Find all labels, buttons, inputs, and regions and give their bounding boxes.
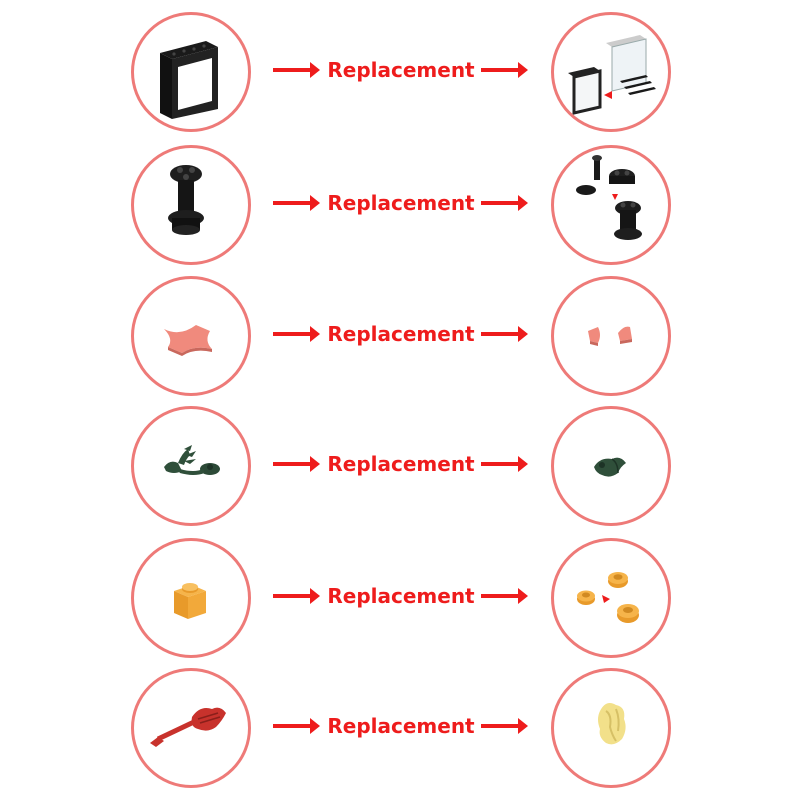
orange-round-plates-icon xyxy=(577,572,639,623)
original-part-circle xyxy=(131,276,251,396)
replacement-label: Replacement xyxy=(327,191,475,215)
round-plate-and-pin-parts-icon xyxy=(576,155,642,240)
green-plant-leaves-icon xyxy=(164,445,220,475)
arrow-right-icon xyxy=(273,588,321,604)
green-leaf-piece-icon xyxy=(594,457,626,477)
pink-curved-tile-icon xyxy=(164,325,212,356)
original-part-circle xyxy=(131,668,251,788)
arrow-right-icon xyxy=(273,62,321,78)
replacement-part-circle xyxy=(551,538,671,658)
replacement-label: Replacement xyxy=(327,322,475,346)
replacement-label: Replacement xyxy=(327,452,475,476)
arrow-right-icon xyxy=(481,456,529,472)
original-part-circle xyxy=(131,145,251,265)
arrow-right-icon xyxy=(273,195,321,211)
original-part-circle xyxy=(131,538,251,658)
red-guitar-icon xyxy=(150,707,226,747)
replacement-row: Replacement xyxy=(0,538,800,658)
arrow-right-icon xyxy=(273,456,321,472)
original-part-circle xyxy=(131,406,251,526)
replacement-label: Replacement xyxy=(327,714,475,738)
orange-brick-1x1-icon xyxy=(174,583,206,619)
replacement-row: Replacement xyxy=(0,12,800,132)
replacement-row: Replacement xyxy=(0,276,800,396)
black-window-frame-icon xyxy=(160,41,218,119)
replacement-part-circle xyxy=(551,276,671,396)
replacement-row: Replacement xyxy=(0,668,800,788)
replacement-label: Replacement xyxy=(327,584,475,608)
arrow-right-icon xyxy=(481,62,529,78)
replacement-part-circle xyxy=(551,668,671,788)
yellow-hair-piece-icon xyxy=(598,703,626,745)
arrow-right-icon xyxy=(273,718,321,734)
arrow-right-icon xyxy=(481,588,529,604)
black-round-plate-with-pin-icon xyxy=(168,165,204,235)
arrow-right-icon xyxy=(481,195,529,211)
replacement-row: Replacement xyxy=(0,145,800,265)
arrow-right-icon xyxy=(481,326,529,342)
original-part-circle xyxy=(131,12,251,132)
two-pink-wedge-tiles-icon xyxy=(588,326,632,346)
replacement-part-circle xyxy=(551,406,671,526)
replacement-row: Replacement xyxy=(0,406,800,526)
replacement-part-circle xyxy=(551,145,671,265)
arrow-right-icon xyxy=(481,718,529,734)
arrow-right-icon xyxy=(273,326,321,342)
replacement-label: Replacement xyxy=(327,58,475,82)
window-frame-with-glass-parts-icon xyxy=(568,35,656,115)
replacement-part-circle xyxy=(551,12,671,132)
